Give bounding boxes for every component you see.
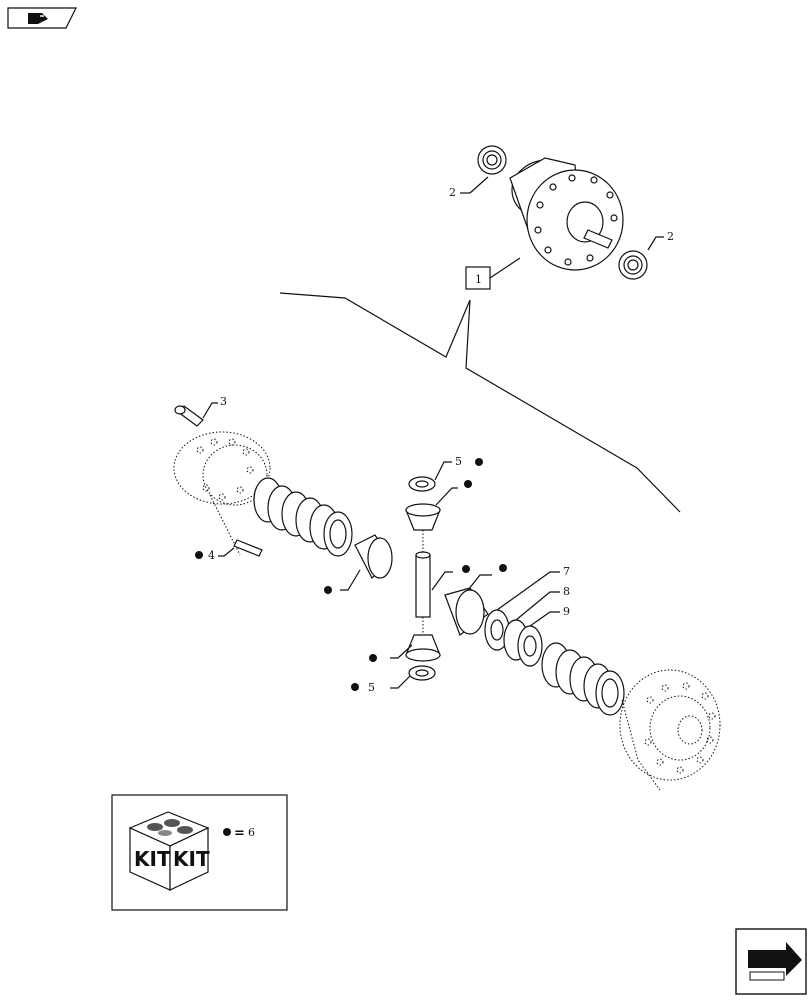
kit-label-right: KIT <box>173 847 210 871</box>
callout-5-bottom: 5 <box>368 681 375 694</box>
housing-half-left <box>173 431 271 556</box>
callout-2-left: 2 <box>449 186 456 199</box>
kit-equals: = <box>234 826 245 841</box>
callout-9: 9 <box>563 605 570 618</box>
bearing-right <box>618 250 648 280</box>
kit-dot-legend <box>223 828 231 836</box>
clutch-plates-right <box>541 642 625 716</box>
kit-dot-pinion-top <box>464 480 472 488</box>
kit-box-icon: KIT KIT <box>128 811 210 891</box>
previous-page-tab[interactable] <box>7 7 77 29</box>
kit-label-left: KIT <box>134 847 171 871</box>
kit-dot-side-gear-left <box>324 586 332 594</box>
kit-dot-side-gear-right <box>499 564 507 572</box>
next-page-arrow-icon <box>748 942 802 981</box>
callout-5-top: 5 <box>455 455 462 468</box>
pin <box>233 539 263 557</box>
pinion-top <box>405 503 441 531</box>
callout-3: 3 <box>220 395 227 408</box>
washer-top <box>408 476 436 492</box>
callout-8: 8 <box>563 585 570 598</box>
side-gear-left <box>354 534 393 579</box>
callout-7: 7 <box>563 565 570 578</box>
callout-2-right: 2 <box>667 230 674 243</box>
next-page-button[interactable] <box>735 928 807 995</box>
assembly-callout-box: 1 <box>465 266 491 290</box>
kit-dot-4 <box>195 551 203 559</box>
callout-4: 4 <box>208 549 215 562</box>
kit-number: 6 <box>248 826 255 839</box>
washer-bottom <box>408 665 436 681</box>
kit-dot-pinion-bottom <box>369 654 377 662</box>
kit-dot-5-top <box>475 458 483 466</box>
housing-half-right <box>619 669 721 791</box>
kit-dot-shaft <box>462 565 470 573</box>
bolt <box>174 405 204 427</box>
kit-dot-5-bottom <box>351 683 359 691</box>
clutch-plates-left <box>253 477 353 557</box>
kit-legend: KIT KIT = 6 <box>111 794 288 911</box>
differential-assembly-housing <box>509 157 624 271</box>
pinion-bottom <box>405 634 441 662</box>
book-page-icon <box>28 13 48 24</box>
bearing-left <box>477 145 507 175</box>
side-gear-right <box>444 587 489 636</box>
callout-1: 1 <box>475 273 482 286</box>
thrust-plates-right <box>484 609 543 667</box>
cross-shaft <box>415 530 431 635</box>
